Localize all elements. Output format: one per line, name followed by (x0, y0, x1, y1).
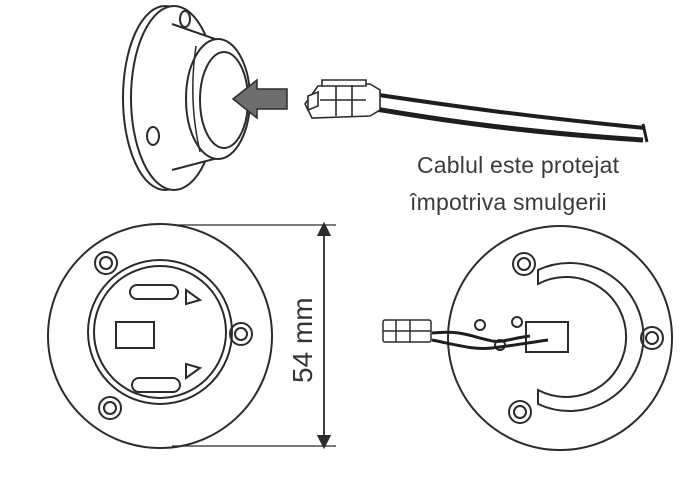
socket-front-view (47, 223, 273, 449)
dimension-label: 54 mm (287, 297, 318, 383)
back-cable-connector (382, 319, 549, 350)
back-hole-bottom (508, 400, 532, 424)
back-c-channel (537, 262, 645, 412)
front-hole-bottom-left (98, 396, 122, 420)
front-bottom-slot (131, 377, 181, 393)
front-body (87, 259, 233, 405)
back-terminal (525, 321, 569, 353)
front-latch-top (185, 288, 203, 306)
front-latch-bottom (185, 362, 203, 380)
cable-bottom (369, 105, 644, 143)
front-hole-top-left (94, 251, 118, 275)
back-post-2 (511, 316, 523, 328)
socket-perspective (122, 5, 252, 191)
front-flange (47, 223, 273, 449)
cable-top (371, 92, 646, 130)
flange-hole-top (179, 10, 191, 28)
dimension-54mm (172, 221, 336, 450)
cable-connector (304, 79, 649, 143)
caption-line-2: împotriva smulgerii (410, 189, 607, 215)
socket-back-view (447, 225, 673, 451)
back-hole-top (512, 252, 536, 276)
caption-line-1: Cablul este protejat (417, 152, 620, 178)
back-post-1 (474, 319, 486, 331)
front-hole-right (229, 322, 253, 346)
front-center-slot (115, 321, 155, 349)
front-top-slot (129, 284, 179, 300)
flange-hole-bottom (146, 126, 160, 146)
arrow-right-icon (231, 78, 288, 120)
back-hole-right (640, 326, 664, 350)
front-body-inner (93, 265, 227, 399)
